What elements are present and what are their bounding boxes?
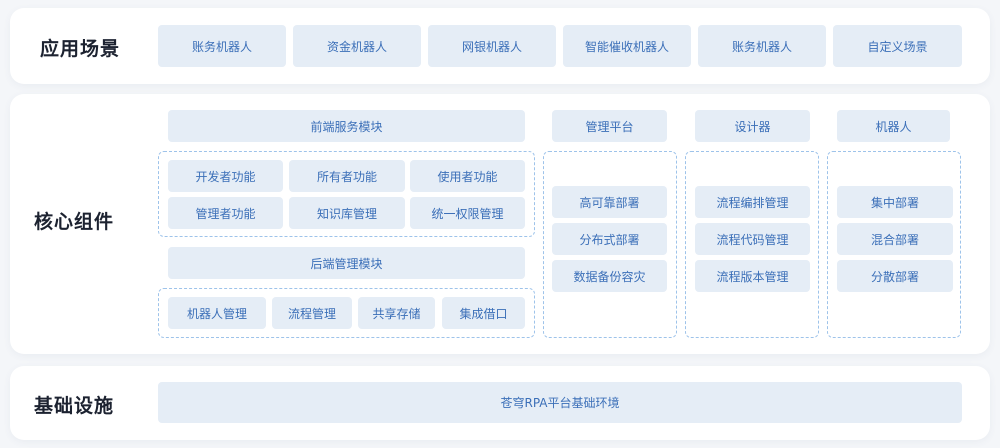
scenarios-panel: 应用场景 账务机器人 资金机器人 网银机器人 智能催收机器人 账务机器人 自定义… [10,8,990,84]
backend-item: 机器人管理 [168,297,266,329]
robot-item: 集中部署 [837,186,953,218]
frontend-item: 使用者功能 [410,160,525,192]
platform-item: 高可靠部署 [552,186,667,218]
core-panel: 核心组件 前端服务模块 开发者功能 所有者功能 使用者功能 管理者功能 知识库管… [10,94,990,354]
platform-header: 管理平台 [552,110,667,142]
scenarios-title: 应用场景 [40,38,121,60]
backend-module-header: 后端管理模块 [168,247,525,279]
robot-item: 分散部署 [837,260,953,292]
designer-item: 流程版本管理 [695,260,810,292]
robot-group [827,151,961,338]
backend-item: 流程管理 [272,297,352,329]
frontend-module-header: 前端服务模块 [168,110,525,142]
designer-item: 流程编排管理 [695,186,810,218]
platform-item: 数据备份容灾 [552,260,667,292]
scenario-item: 网银机器人 [428,25,556,67]
frontend-item: 开发者功能 [168,160,283,192]
core-title: 核心组件 [34,211,115,233]
frontend-item: 所有者功能 [289,160,405,192]
frontend-item: 管理者功能 [168,197,283,229]
designer-header: 设计器 [695,110,810,142]
scenario-item: 自定义场景 [833,25,962,67]
infra-title: 基础设施 [34,395,115,417]
scenario-item: 资金机器人 [293,25,421,67]
scenario-item: 账务机器人 [158,25,286,67]
backend-item: 共享存储 [358,297,435,329]
robot-item: 混合部署 [837,223,953,255]
designer-item: 流程代码管理 [695,223,810,255]
robot-header: 机器人 [837,110,950,142]
frontend-item: 知识库管理 [289,197,405,229]
backend-module-group [158,288,535,338]
scenario-item: 智能催收机器人 [563,25,691,67]
frontend-item: 统一权限管理 [410,197,525,229]
platform-item: 分布式部署 [552,223,667,255]
designer-group [685,151,819,338]
platform-group [543,151,677,338]
backend-item: 集成借口 [442,297,525,329]
infra-panel: 基础设施 苍穹RPA平台基础环境 [10,366,990,440]
infra-environment: 苍穹RPA平台基础环境 [158,382,962,423]
frontend-module-group [158,151,535,237]
scenario-item: 账务机器人 [698,25,826,67]
